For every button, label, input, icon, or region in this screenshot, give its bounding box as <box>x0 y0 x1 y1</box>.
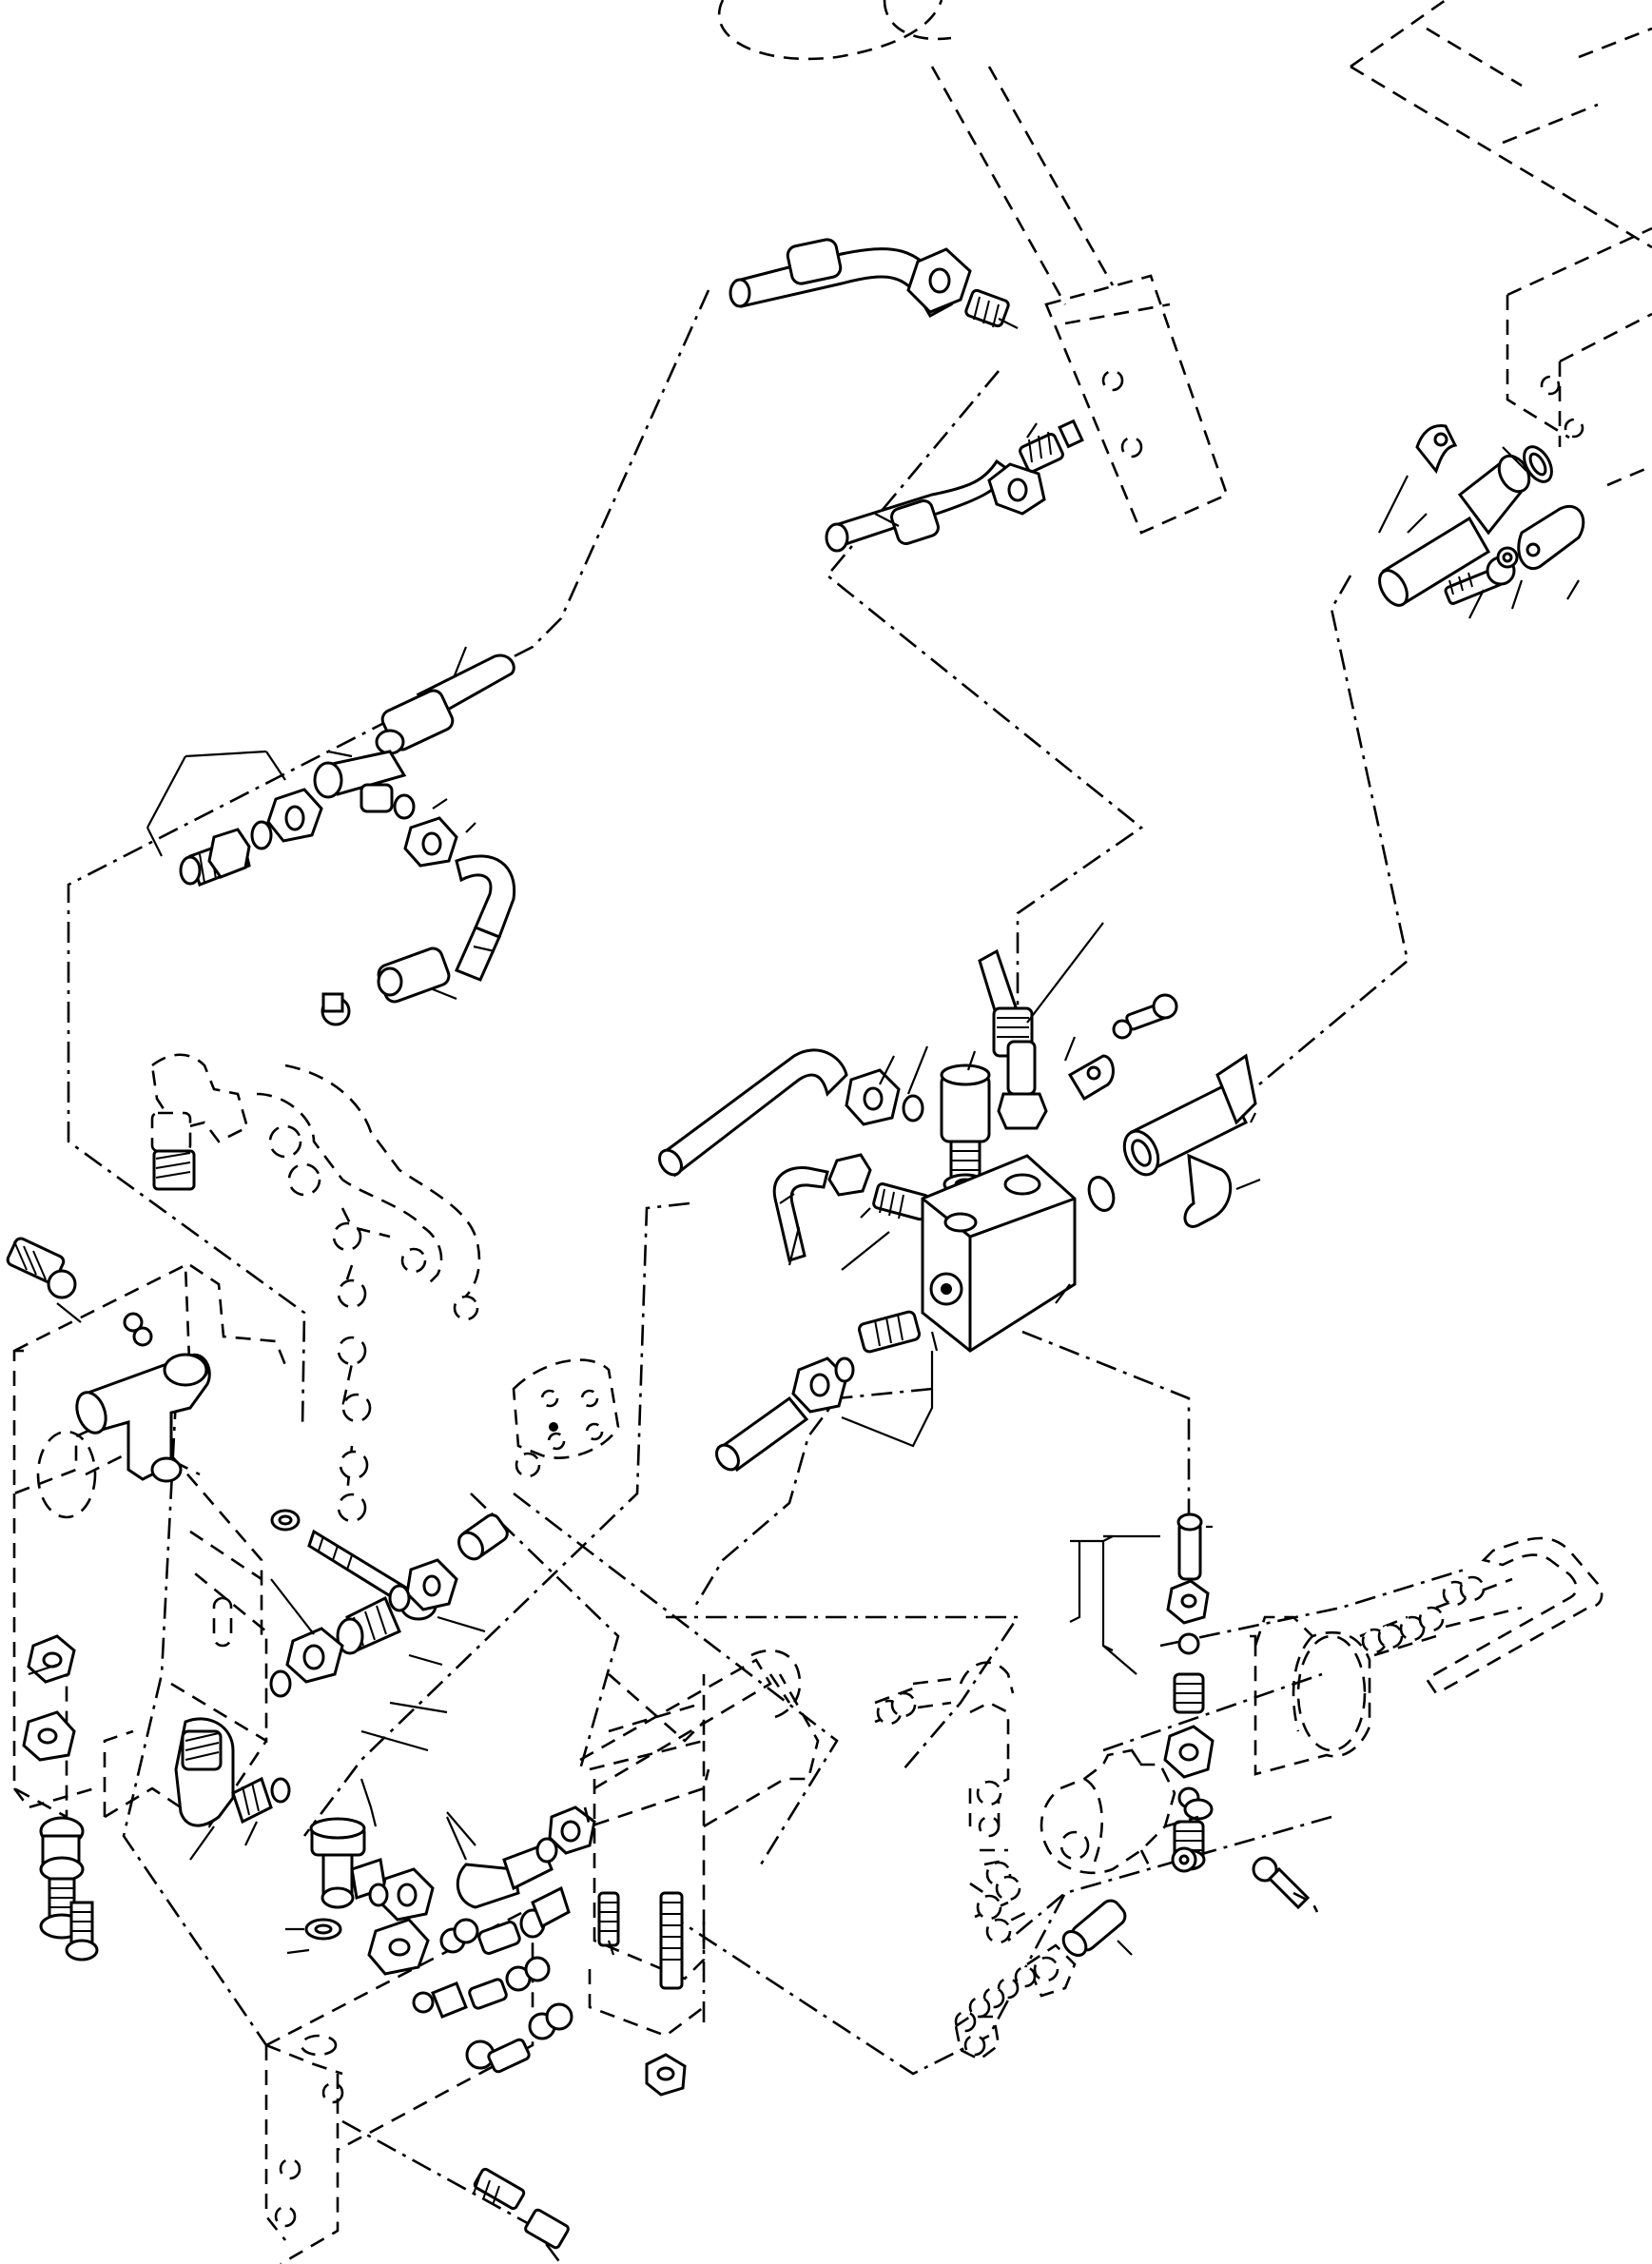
ghost-flange-plate <box>514 1360 618 1458</box>
small-adapter <box>873 1182 930 1220</box>
filter-bracket <box>1103 1536 1160 1674</box>
filter-outlet-nut <box>956 1945 1075 2031</box>
flange-half-lower <box>1519 506 1584 568</box>
block-nut <box>846 1070 899 1124</box>
valve-block <box>923 1156 1075 1351</box>
lower-nut <box>793 1358 846 1412</box>
tee-sleeve-right <box>395 795 414 818</box>
lower-adapter <box>858 1311 921 1354</box>
manifold-plug <box>165 1355 206 1385</box>
filter-bowl <box>1241 1617 1370 1774</box>
lower-fittings-chain <box>176 1513 594 1953</box>
chain-nut <box>407 1560 457 1610</box>
small-elbow-tube <box>774 1167 827 1260</box>
far-right-flange-assembly <box>1374 425 1584 618</box>
filter-head <box>1041 1750 1198 1873</box>
chain-adapter <box>338 1598 399 1653</box>
hose-routing-lines <box>68 290 1465 2264</box>
bracket-grease-cap <box>125 1314 151 1345</box>
filter-lower-fittings <box>970 1863 1027 1942</box>
relief-fitting <box>999 1042 1046 1128</box>
block-cap-screw <box>1126 995 1176 1030</box>
chain-elbow-2 <box>457 1845 552 1907</box>
filter-head-screw <box>1254 1858 1317 1912</box>
lower-hose <box>826 421 1082 551</box>
tube-end-fitting <box>376 946 451 1005</box>
ghost-small-clips <box>402 1249 539 1476</box>
block-flange-half-upper <box>1070 1056 1113 1099</box>
adapter-fitting <box>964 289 1009 327</box>
chain-sleeve-2 <box>272 1779 289 1802</box>
bracket-fitting-stack <box>41 1818 83 1938</box>
hose-nut <box>908 249 970 312</box>
filter-return-hose <box>1427 1538 1602 1693</box>
lower-manifold-block <box>266 1674 704 2264</box>
filter-outlet-hose <box>1059 1897 1132 1960</box>
bracket-grease-fitting <box>6 1237 75 1298</box>
flange-lock-washer <box>1498 548 1517 567</box>
tee-hose <box>377 655 514 753</box>
filter-hose-upper <box>1360 1577 1522 1655</box>
plug <box>322 994 349 1025</box>
chain-tee-sleeve <box>370 1884 387 1905</box>
block-bolt-bottom <box>474 2168 570 2249</box>
cylinder-body-ghost <box>580 1650 818 1826</box>
block-o-ring <box>1085 1174 1118 1214</box>
upper-hose <box>730 238 1018 328</box>
lower-right-filter-assembly <box>875 1514 1602 2059</box>
block-washer <box>1114 1021 1131 1038</box>
block-flange-half <box>1185 1156 1231 1226</box>
chain-nut-2 <box>287 1629 342 1682</box>
chain-sleeve-3 <box>537 1839 556 1862</box>
frame-ghost-outline <box>1351 0 1652 485</box>
adapter-fitting <box>1019 421 1082 473</box>
lower-hose-end <box>712 1398 807 1474</box>
block-sleeve <box>904 1096 923 1121</box>
manifold-nut <box>29 1636 74 1682</box>
flange-o-ring <box>1519 442 1558 487</box>
tee-nut-left <box>268 790 321 841</box>
filter-bottom-fitting <box>956 2017 999 2059</box>
filter-washer <box>1173 1848 1195 1871</box>
manifold-fittings <box>369 1888 685 2095</box>
lower-sleeve <box>836 1358 853 1381</box>
manifold-washer <box>272 1511 299 1530</box>
chain-tee-washer <box>306 1920 340 1939</box>
bracket-screw <box>67 1903 97 1960</box>
elbow-tube <box>457 856 515 980</box>
upper-left-tee-assembly <box>147 647 515 1025</box>
manifold-bracket-nut <box>24 1712 74 1760</box>
chain-hose-end <box>454 1513 510 1564</box>
filter-o-ring <box>1185 1800 1212 1819</box>
cylinder-ghost-outline <box>719 0 1227 533</box>
tee-fitting <box>315 751 404 811</box>
tee-adapter-left <box>181 829 249 885</box>
chain-sleeve <box>390 1586 409 1610</box>
tee-sleeve-left <box>252 822 271 849</box>
chain-tee <box>311 1819 385 1907</box>
ghost-tube-upper <box>257 1065 479 1303</box>
left-bracket-manifold <box>6 1055 618 1960</box>
filter-outlet-ghost <box>875 1663 1013 1864</box>
ghost-union-column <box>334 1208 390 1521</box>
relief-valve <box>942 1065 989 1194</box>
filter-fitting-stack <box>1165 1514 1213 1869</box>
upper-left-hose-assembly <box>730 238 1082 551</box>
flange-half-upper <box>1417 425 1455 471</box>
small-nut <box>829 1155 870 1195</box>
hose-nut <box>989 464 1044 514</box>
block-flange-hose <box>1118 1056 1255 1181</box>
hose-long <box>655 1050 846 1179</box>
ghost-elbow-upper <box>152 1055 247 1189</box>
tee-nut-right <box>405 818 457 866</box>
chain-elbow <box>176 1719 271 1825</box>
center-valve-block-assembly <box>655 923 1260 1474</box>
chain-nut-4 <box>550 1807 594 1853</box>
chain-nut-3 <box>271 1671 290 1696</box>
